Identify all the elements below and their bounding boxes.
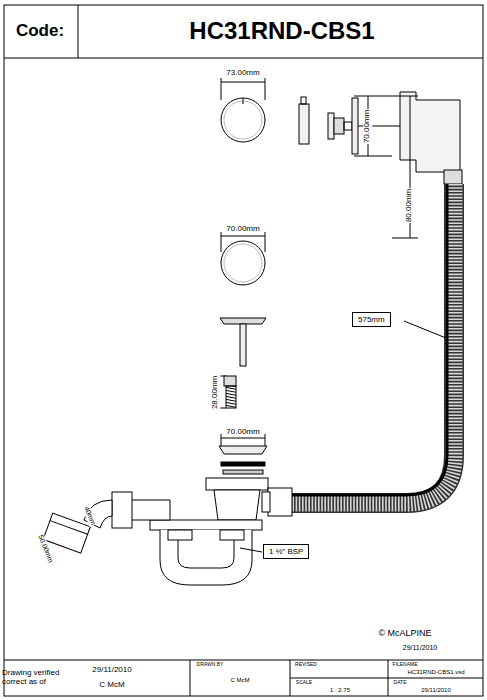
date: 29/11/2010 xyxy=(92,666,131,675)
dimension: 80.00mm xyxy=(406,187,415,222)
plug-side xyxy=(220,318,266,366)
field-heading: DATE xyxy=(394,680,407,686)
header-rule xyxy=(4,58,483,59)
drawing-code: HC31RND-CBS1 xyxy=(189,17,374,45)
title-block xyxy=(4,660,483,696)
header-divider xyxy=(78,5,79,58)
overflow-assembly xyxy=(328,92,462,238)
dimension: 70.00mm xyxy=(364,108,373,143)
callout-text: 1 ½" BSP xyxy=(269,547,303,556)
field-heading: SCALE xyxy=(296,680,312,686)
flexible-hose xyxy=(292,184,454,503)
code-label: Code: xyxy=(16,22,64,41)
callout-text: 575mm xyxy=(358,315,385,324)
verified-note: Drawing verified correct as of xyxy=(2,669,82,687)
copyright: © McALPINE xyxy=(378,629,431,639)
dimension: 73.00mm xyxy=(225,69,260,78)
field-heading: FILENAME xyxy=(392,662,417,668)
plug-top xyxy=(221,232,265,285)
overflow-cover xyxy=(221,78,265,142)
waste-trap xyxy=(43,478,292,585)
callout-box: 575mm xyxy=(352,312,391,327)
initials: C McM xyxy=(99,681,124,690)
initials: C McM xyxy=(231,677,250,684)
cover-side-view xyxy=(299,97,309,144)
field-heading: DRAWN BY xyxy=(197,662,224,668)
date: 29/11/2010 xyxy=(403,644,438,652)
callout-box: 1 ½" BSP xyxy=(263,544,309,559)
page-frame xyxy=(4,5,483,696)
dimension: 70.00mm xyxy=(225,428,260,437)
strainer xyxy=(219,434,267,474)
dimension: 70.00mm xyxy=(225,225,260,234)
filename: HC31RND-CBS1.vsd xyxy=(407,669,464,676)
dimension: 28.00mm xyxy=(212,374,221,409)
field-heading: REVISED xyxy=(295,662,317,668)
scale: 1 : 2.75 xyxy=(330,687,350,694)
date: 29/11/2010 xyxy=(421,687,451,694)
